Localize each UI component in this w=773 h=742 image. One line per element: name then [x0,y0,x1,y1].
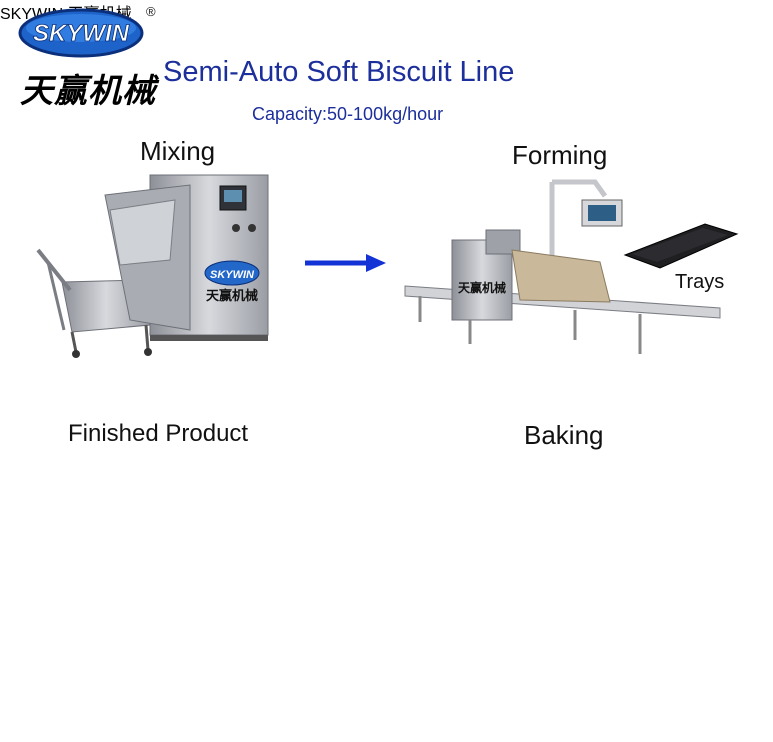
mixer-machine: SKYWIN 天赢机械 [36,174,269,358]
mixer-logo-badge [204,260,260,286]
stage-label-forming: Forming [512,140,608,170]
brand-chinese-name: 天赢机械 [20,71,156,110]
registered-mark: ® [146,4,156,19]
baking-tray [623,223,739,269]
stage-label-mixing: Mixing [140,136,216,166]
page-title: Semi-Auto Soft Biscuit Line [163,56,515,88]
logo-text: SKYWIN [33,20,130,47]
skywin-logo: SKYWIN [18,8,144,58]
arrow-mixing-to-forming [305,254,386,272]
former-chinese-name: 天赢机械 [458,280,506,295]
mixer-chinese-name: 天赢机械 [206,288,258,304]
capacity-text: Capacity:50-100kg/hour [252,104,444,124]
mixer-logo-text: SKYWIN [210,269,255,281]
forming-machine: 天赢机械 [404,179,721,354]
stage-label-finished-product: Finished Product [68,420,249,447]
stage-label-baking: Baking [524,420,604,450]
trays-label: Trays [675,271,725,293]
